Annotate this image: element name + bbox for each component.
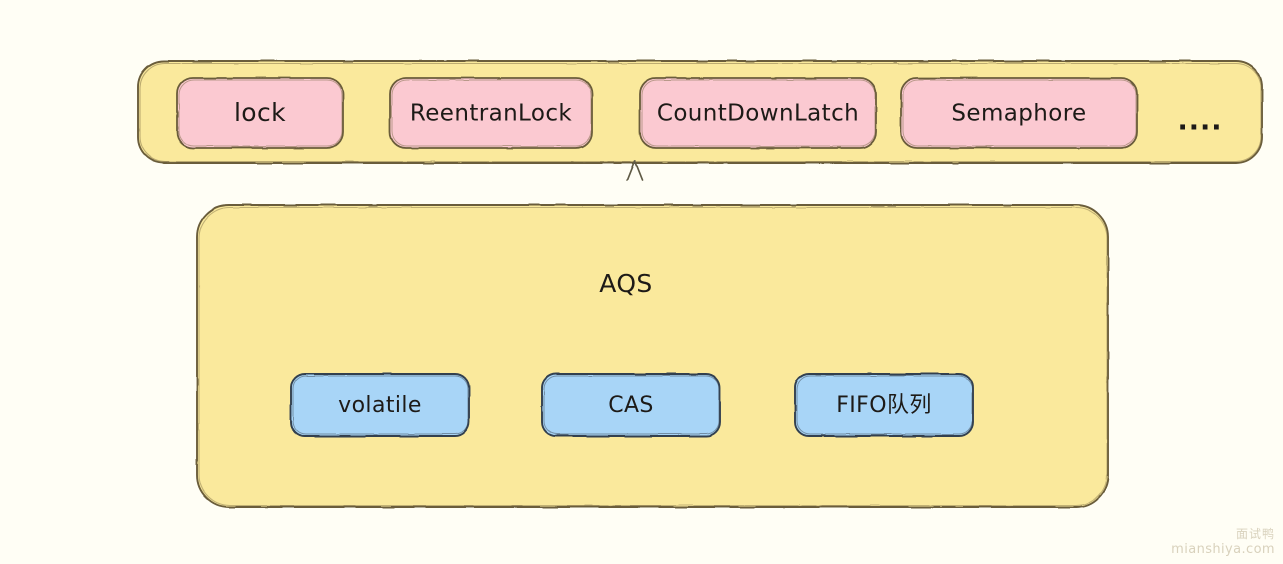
node-volatile-shape-sketch <box>292 375 469 435</box>
node-fifo-queue-shape <box>794 373 974 437</box>
aqs-container-shape <box>196 204 1109 508</box>
node-countdownlatch[interactable]: CountDownLatch <box>639 77 877 149</box>
node-fifo-queue-label: FIFO队列 <box>836 393 932 418</box>
top-group-shape-sketch <box>139 62 1262 163</box>
node-lock-label: lock <box>234 98 286 127</box>
node-countdownlatch-shape <box>639 77 877 149</box>
aqs-to-implementations-arrow <box>626 160 644 204</box>
aqs-container-shape-sketch <box>198 206 1108 507</box>
node-volatile[interactable]: volatile <box>290 373 470 437</box>
watermark-cn: 面试鸭 <box>1235 526 1275 541</box>
node-countdownlatch-shape-sketch <box>641 79 876 147</box>
node-cas-label: CAS <box>608 393 654 418</box>
arrow-head <box>626 160 644 181</box>
node-countdownlatch-label: CountDownLatch <box>657 101 859 127</box>
watermark: 面试鸭 mianshiya.com <box>1171 527 1275 558</box>
aqs-container: AQS <box>196 204 1109 508</box>
node-reentranlock-shape <box>389 77 593 149</box>
node-semaphore-label: Semaphore <box>951 101 1086 127</box>
node-fifo-queue-shape-sketch <box>796 375 973 435</box>
aqs-title: AQS <box>599 269 652 298</box>
watermark-en: mianshiya.com <box>1171 541 1275 557</box>
node-volatile-shape <box>290 373 470 437</box>
node-lock-shape-sketch <box>178 79 343 147</box>
top-group-ellipsis: .... <box>1177 106 1222 137</box>
node-cas-shape-sketch <box>543 375 720 435</box>
node-lock-shape <box>176 77 344 149</box>
node-fifo-queue[interactable]: FIFO队列 <box>794 373 974 437</box>
node-lock[interactable]: lock <box>176 77 344 149</box>
node-semaphore-shape <box>900 77 1138 149</box>
node-volatile-label: volatile <box>338 393 422 418</box>
node-cas-shape <box>541 373 721 437</box>
node-cas[interactable]: CAS <box>541 373 721 437</box>
node-reentranlock[interactable]: ReentranLock <box>389 77 593 149</box>
node-reentranlock-shape-sketch <box>391 79 592 147</box>
node-semaphore-shape-sketch <box>902 79 1137 147</box>
node-reentranlock-label: ReentranLock <box>410 101 572 127</box>
node-semaphore[interactable]: Semaphore <box>900 77 1138 149</box>
